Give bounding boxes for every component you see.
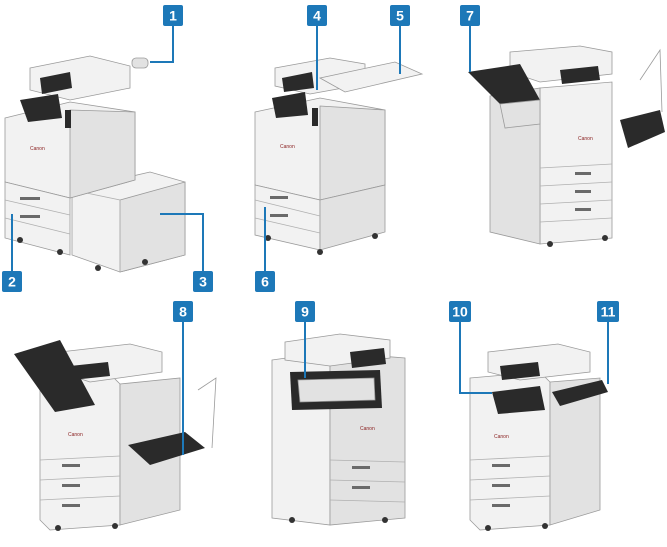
callout-badge-6: 6 (255, 271, 275, 292)
leader-1 (150, 26, 174, 63)
callout-badge-5: 5 (390, 5, 410, 26)
svg-text:Canon: Canon (30, 146, 45, 152)
leader-lines (11, 26, 609, 455)
leader-3 (160, 213, 204, 271)
printer-4: Canon (14, 340, 217, 531)
svg-text:Canon: Canon (68, 432, 83, 438)
svg-text:Canon: Canon (280, 144, 295, 150)
printer-3: Canon (468, 45, 665, 247)
callout-badge-10: 10 (449, 301, 471, 322)
callout-label-3: 3 (199, 274, 207, 290)
callout-label-9: 9 (301, 304, 309, 320)
leader-10 (459, 322, 492, 394)
callout-label-6: 6 (261, 274, 269, 290)
printer-6: Canon (469, 343, 608, 531)
callout-badge-2: 2 (2, 271, 22, 292)
callout-badge-7: 7 (460, 5, 480, 26)
callout-badge-4: 4 (307, 5, 327, 26)
callout-label-11: 11 (601, 304, 616, 320)
callout-label-1: 1 (169, 8, 177, 24)
svg-text:Canon: Canon (360, 426, 375, 432)
callout-badge-8: 8 (173, 301, 193, 322)
callout-label-10: 10 (452, 304, 468, 320)
callout-badge-11: 11 (597, 301, 619, 322)
printer-1: Canon (4, 55, 186, 273)
callout-label-7: 7 (466, 8, 474, 24)
svg-text:Canon: Canon (578, 136, 593, 142)
printer-2: Canon (254, 57, 424, 255)
printer-5: Canon (271, 333, 406, 526)
callout-label-4: 4 (313, 8, 321, 24)
callout-badge-3: 3 (193, 271, 213, 292)
callout-label-2: 2 (8, 274, 16, 290)
callout-label-8: 8 (179, 304, 187, 320)
callout-badge-1: 1 (163, 5, 183, 26)
svg-text:Canon: Canon (494, 434, 509, 440)
callout-label-5: 5 (396, 8, 404, 24)
callout-badge-9: 9 (295, 301, 315, 322)
